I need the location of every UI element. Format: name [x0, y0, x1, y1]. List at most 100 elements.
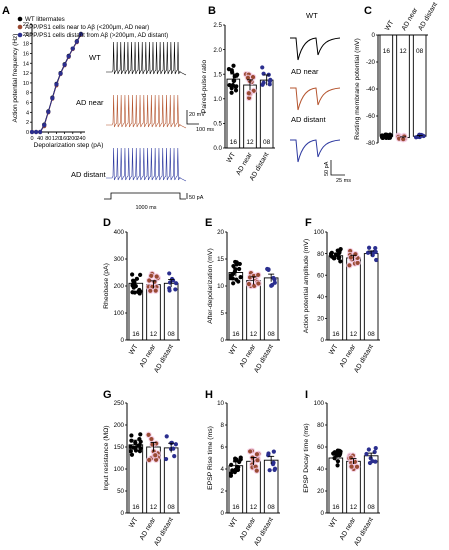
- legend-marker: [17, 24, 23, 30]
- y-tick-label: 300: [114, 256, 125, 263]
- voltage-trace: [106, 147, 187, 182]
- scalebar: [330, 160, 345, 176]
- y-tick-label: 14: [23, 61, 29, 67]
- data-point: [163, 456, 169, 462]
- y-tick-label: 0: [26, 130, 29, 136]
- data-point: [329, 253, 334, 258]
- panel-label-g: G: [103, 389, 112, 401]
- data-point: [348, 255, 353, 260]
- data-point: [129, 433, 134, 438]
- data-point: [138, 272, 143, 277]
- data-point: [46, 109, 51, 114]
- y-tick-label: 250: [114, 400, 125, 407]
- y-tick-label: 12: [23, 71, 29, 77]
- y-tick-label: 100: [114, 310, 125, 317]
- epsc-trace: [290, 37, 341, 61]
- y-tick-label: 2.0: [213, 47, 222, 54]
- data-point: [237, 459, 242, 465]
- data-point: [347, 263, 352, 268]
- panel-label-b: B: [208, 5, 216, 17]
- data-point: [231, 281, 236, 286]
- data-point: [349, 464, 354, 469]
- data-point: [338, 259, 343, 264]
- y-tick-label: 5: [221, 310, 225, 317]
- data-point: [167, 288, 172, 293]
- y-tick-label: 4: [26, 110, 29, 116]
- x-tick-label: 160: [60, 136, 69, 142]
- y-tick-label: -60: [366, 113, 376, 120]
- data-point: [147, 278, 152, 283]
- scalebar-label: 25 ms: [336, 178, 351, 184]
- data-point: [62, 62, 67, 67]
- data-point: [250, 75, 256, 80]
- category-label: AD distant: [417, 1, 439, 32]
- data-point: [173, 287, 178, 292]
- data-point: [234, 277, 239, 282]
- y-tick-label: 400: [114, 229, 125, 236]
- n-label: 08: [368, 504, 376, 511]
- data-point: [267, 82, 272, 87]
- voltage-trace: [106, 41, 187, 76]
- y-tick-label: 0: [372, 32, 376, 39]
- y-tick-label: 10: [217, 283, 224, 290]
- y-tick-label: 10: [217, 400, 224, 407]
- panel-label-d: D: [103, 217, 111, 229]
- trace-label: AD distant: [291, 115, 327, 124]
- y-tick-label: 2.5: [213, 22, 222, 29]
- category-label: AD near: [339, 516, 358, 542]
- category-label: AD near: [339, 343, 358, 369]
- data-point: [237, 266, 242, 272]
- n-label: 12: [150, 504, 158, 511]
- data-point: [173, 281, 179, 286]
- y-tick-label: 16: [23, 51, 29, 57]
- y-tick-label: 100: [314, 229, 325, 236]
- y-tick-label: -40: [366, 86, 376, 93]
- data-point: [271, 449, 276, 454]
- n-label: 12: [350, 504, 358, 511]
- data-point: [366, 447, 371, 452]
- x-axis-label: Depolarization step (pA): [34, 142, 104, 149]
- data-point: [373, 446, 378, 451]
- n-label: 08: [168, 504, 176, 511]
- data-point: [153, 457, 159, 462]
- data-point: [354, 464, 360, 469]
- data-point: [70, 46, 75, 51]
- scalebar-label: 50 pA: [189, 195, 204, 201]
- data-point: [129, 452, 135, 457]
- data-point: [54, 82, 59, 87]
- data-point: [419, 132, 424, 138]
- y-axis-label: Input resistance (MΩ): [103, 425, 110, 490]
- data-point: [167, 271, 172, 276]
- y-tick-label: 18: [23, 42, 29, 48]
- y-tick-label: 2: [26, 120, 29, 126]
- data-point: [38, 129, 43, 135]
- y-tick-label: 0: [221, 510, 225, 517]
- data-point: [132, 280, 137, 285]
- data-point: [138, 432, 143, 437]
- data-point: [369, 250, 374, 255]
- data-point: [230, 70, 235, 75]
- data-point: [245, 75, 250, 80]
- y-tick-label: 8: [26, 91, 29, 97]
- data-point: [42, 123, 47, 128]
- data-point: [58, 71, 63, 76]
- n-label: 16: [132, 504, 140, 511]
- n-label: 12: [350, 331, 358, 338]
- data-point: [237, 261, 242, 267]
- y-tick-label: 0: [121, 510, 125, 517]
- data-point: [130, 272, 135, 277]
- data-point: [335, 463, 340, 468]
- y-tick-label: 80: [317, 251, 324, 258]
- legend-label: APP/PS1 cells near to Aβ (<200μm, AD nea…: [25, 24, 149, 31]
- legend-label: APP/PS1 cells distant from Aβ (>200μm, A…: [25, 32, 168, 39]
- data-point: [66, 54, 71, 59]
- y-tick-label: 100: [114, 466, 125, 473]
- data-point: [136, 443, 141, 448]
- category-label: WT: [128, 344, 139, 357]
- trace-label: WT: [89, 53, 101, 62]
- n-label: 16: [232, 504, 240, 511]
- data-point: [229, 90, 234, 95]
